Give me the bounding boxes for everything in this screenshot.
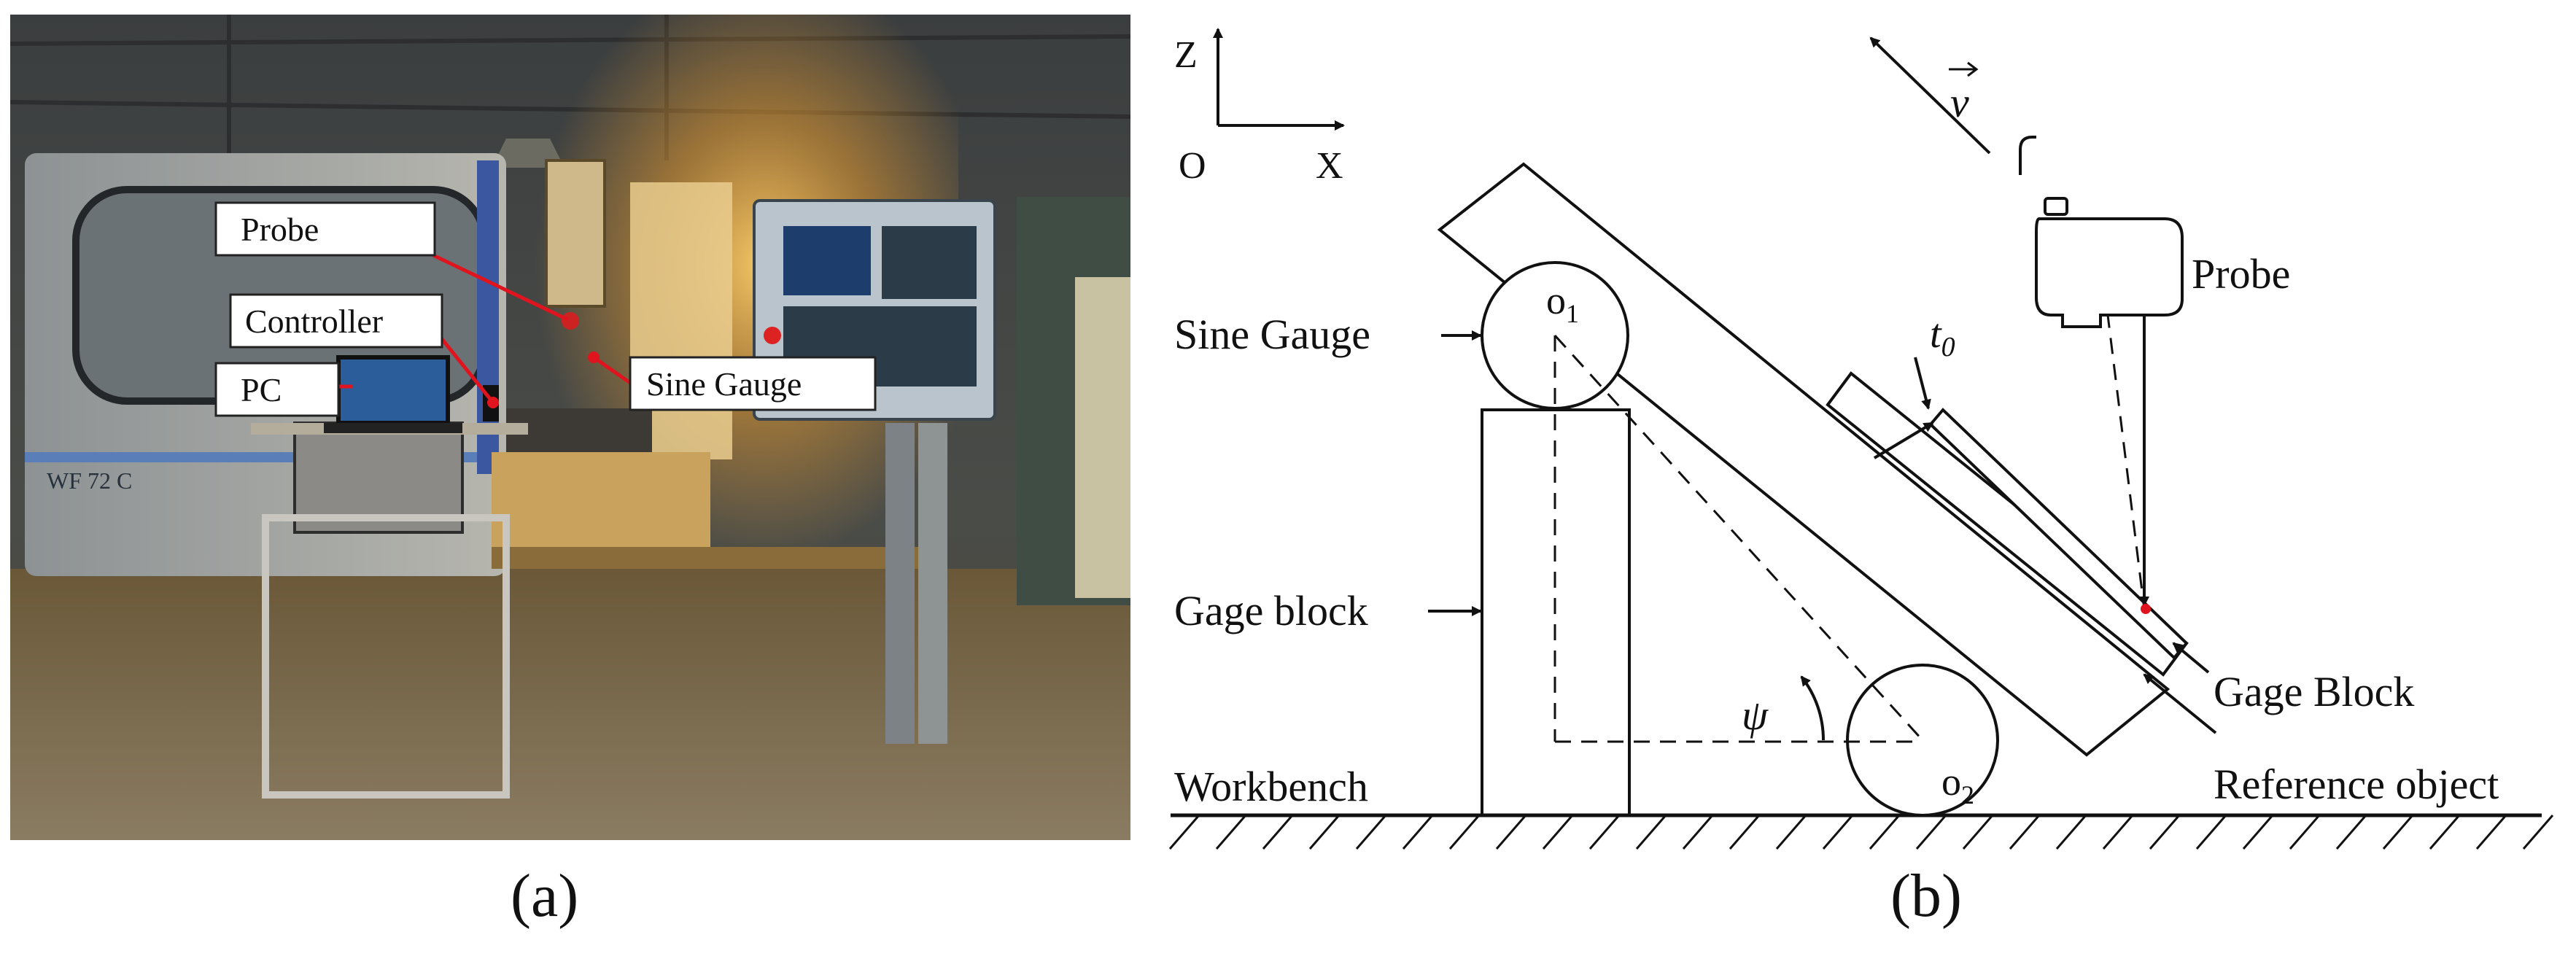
callout-sine-gauge: Sine Gauge [629,356,877,411]
gage-block-left-label: Gage block [1174,587,1368,634]
construction-lines [1553,285,2146,743]
panel-stand [918,423,947,744]
leader-reference-object [2143,673,2217,734]
probe-icon [2019,136,2184,328]
machine-label: WF 72 C [47,467,132,494]
sine-gauge-label: Sine Gauge [1174,311,1370,358]
workbench-label: Workbench [1174,763,1368,810]
callout-pc-label: PC [241,371,282,408]
emergency-stop [764,327,781,344]
coolant-pipe [885,423,915,744]
probe-label: Probe [2192,250,2290,298]
workbench-hatching [1168,815,2554,850]
velocity-vector-arrow-icon [1949,61,1979,77]
velocity-label: v [1950,79,1969,126]
center-o1-label: o1 [1546,279,1579,328]
controller-marker [487,397,499,408]
photo-panel: WF 72 C [10,15,1130,840]
axis-z-label: Z [1174,34,1198,76]
caption-b: (b) [1890,862,1962,930]
callout-pc: PC [214,362,340,417]
desk-frame [262,514,510,799]
callout-probe-label: Probe [241,211,319,248]
leader-gage-block-right [2172,642,2210,674]
right-panel [1075,277,1130,598]
callout-lines [338,253,632,404]
vise [506,408,652,452]
angle-arc [1800,675,1826,741]
laptop-screen [336,355,450,425]
angle-label: ψ [1742,691,1769,739]
callout-sine-gauge-label: Sine Gauge [646,365,802,403]
callout-controller: Controller [229,293,443,349]
reference-object [1928,408,2189,660]
axis-x-label: X [1316,145,1343,187]
gage-block-left [1481,408,1631,817]
center-o2-label: o2 [1941,760,1974,809]
reference-object-label: Reference object [2214,761,2499,808]
callout-probe: Probe [214,201,436,257]
sine-gauge-marker [588,351,600,363]
thickness-arrow-inner [1873,422,1934,459]
gage-block-right-label: Gage Block [2214,668,2414,715]
caption-a: (a) [511,862,579,930]
table-rail [492,547,929,569]
blue-guard [477,160,499,474]
schematic-diagram: Z X O v Probe Sine Gauge Gage block Gage… [1168,28,2554,850]
sine-gauge-roller-bottom [1846,664,1999,817]
thickness-label: t0 [1930,311,1955,362]
laptop-base [324,423,462,433]
cnc-screen [783,226,871,295]
schematic-panel: Z X O v Probe Sine Gauge Gage block Gage… [1152,0,2576,971]
spindle-head [545,159,606,308]
probe-tip [562,312,579,330]
callout-controller-label: Controller [245,303,383,340]
thickness-arrow-outer [1914,357,1931,410]
velocity-arrow [1869,36,1991,155]
photo-illustration: WF 72 C [10,15,1130,840]
axis-origin-label: O [1179,145,1206,187]
coordinate-axes [1213,28,1345,131]
probe-contact-point [2141,604,2151,614]
machine-table [492,452,710,547]
